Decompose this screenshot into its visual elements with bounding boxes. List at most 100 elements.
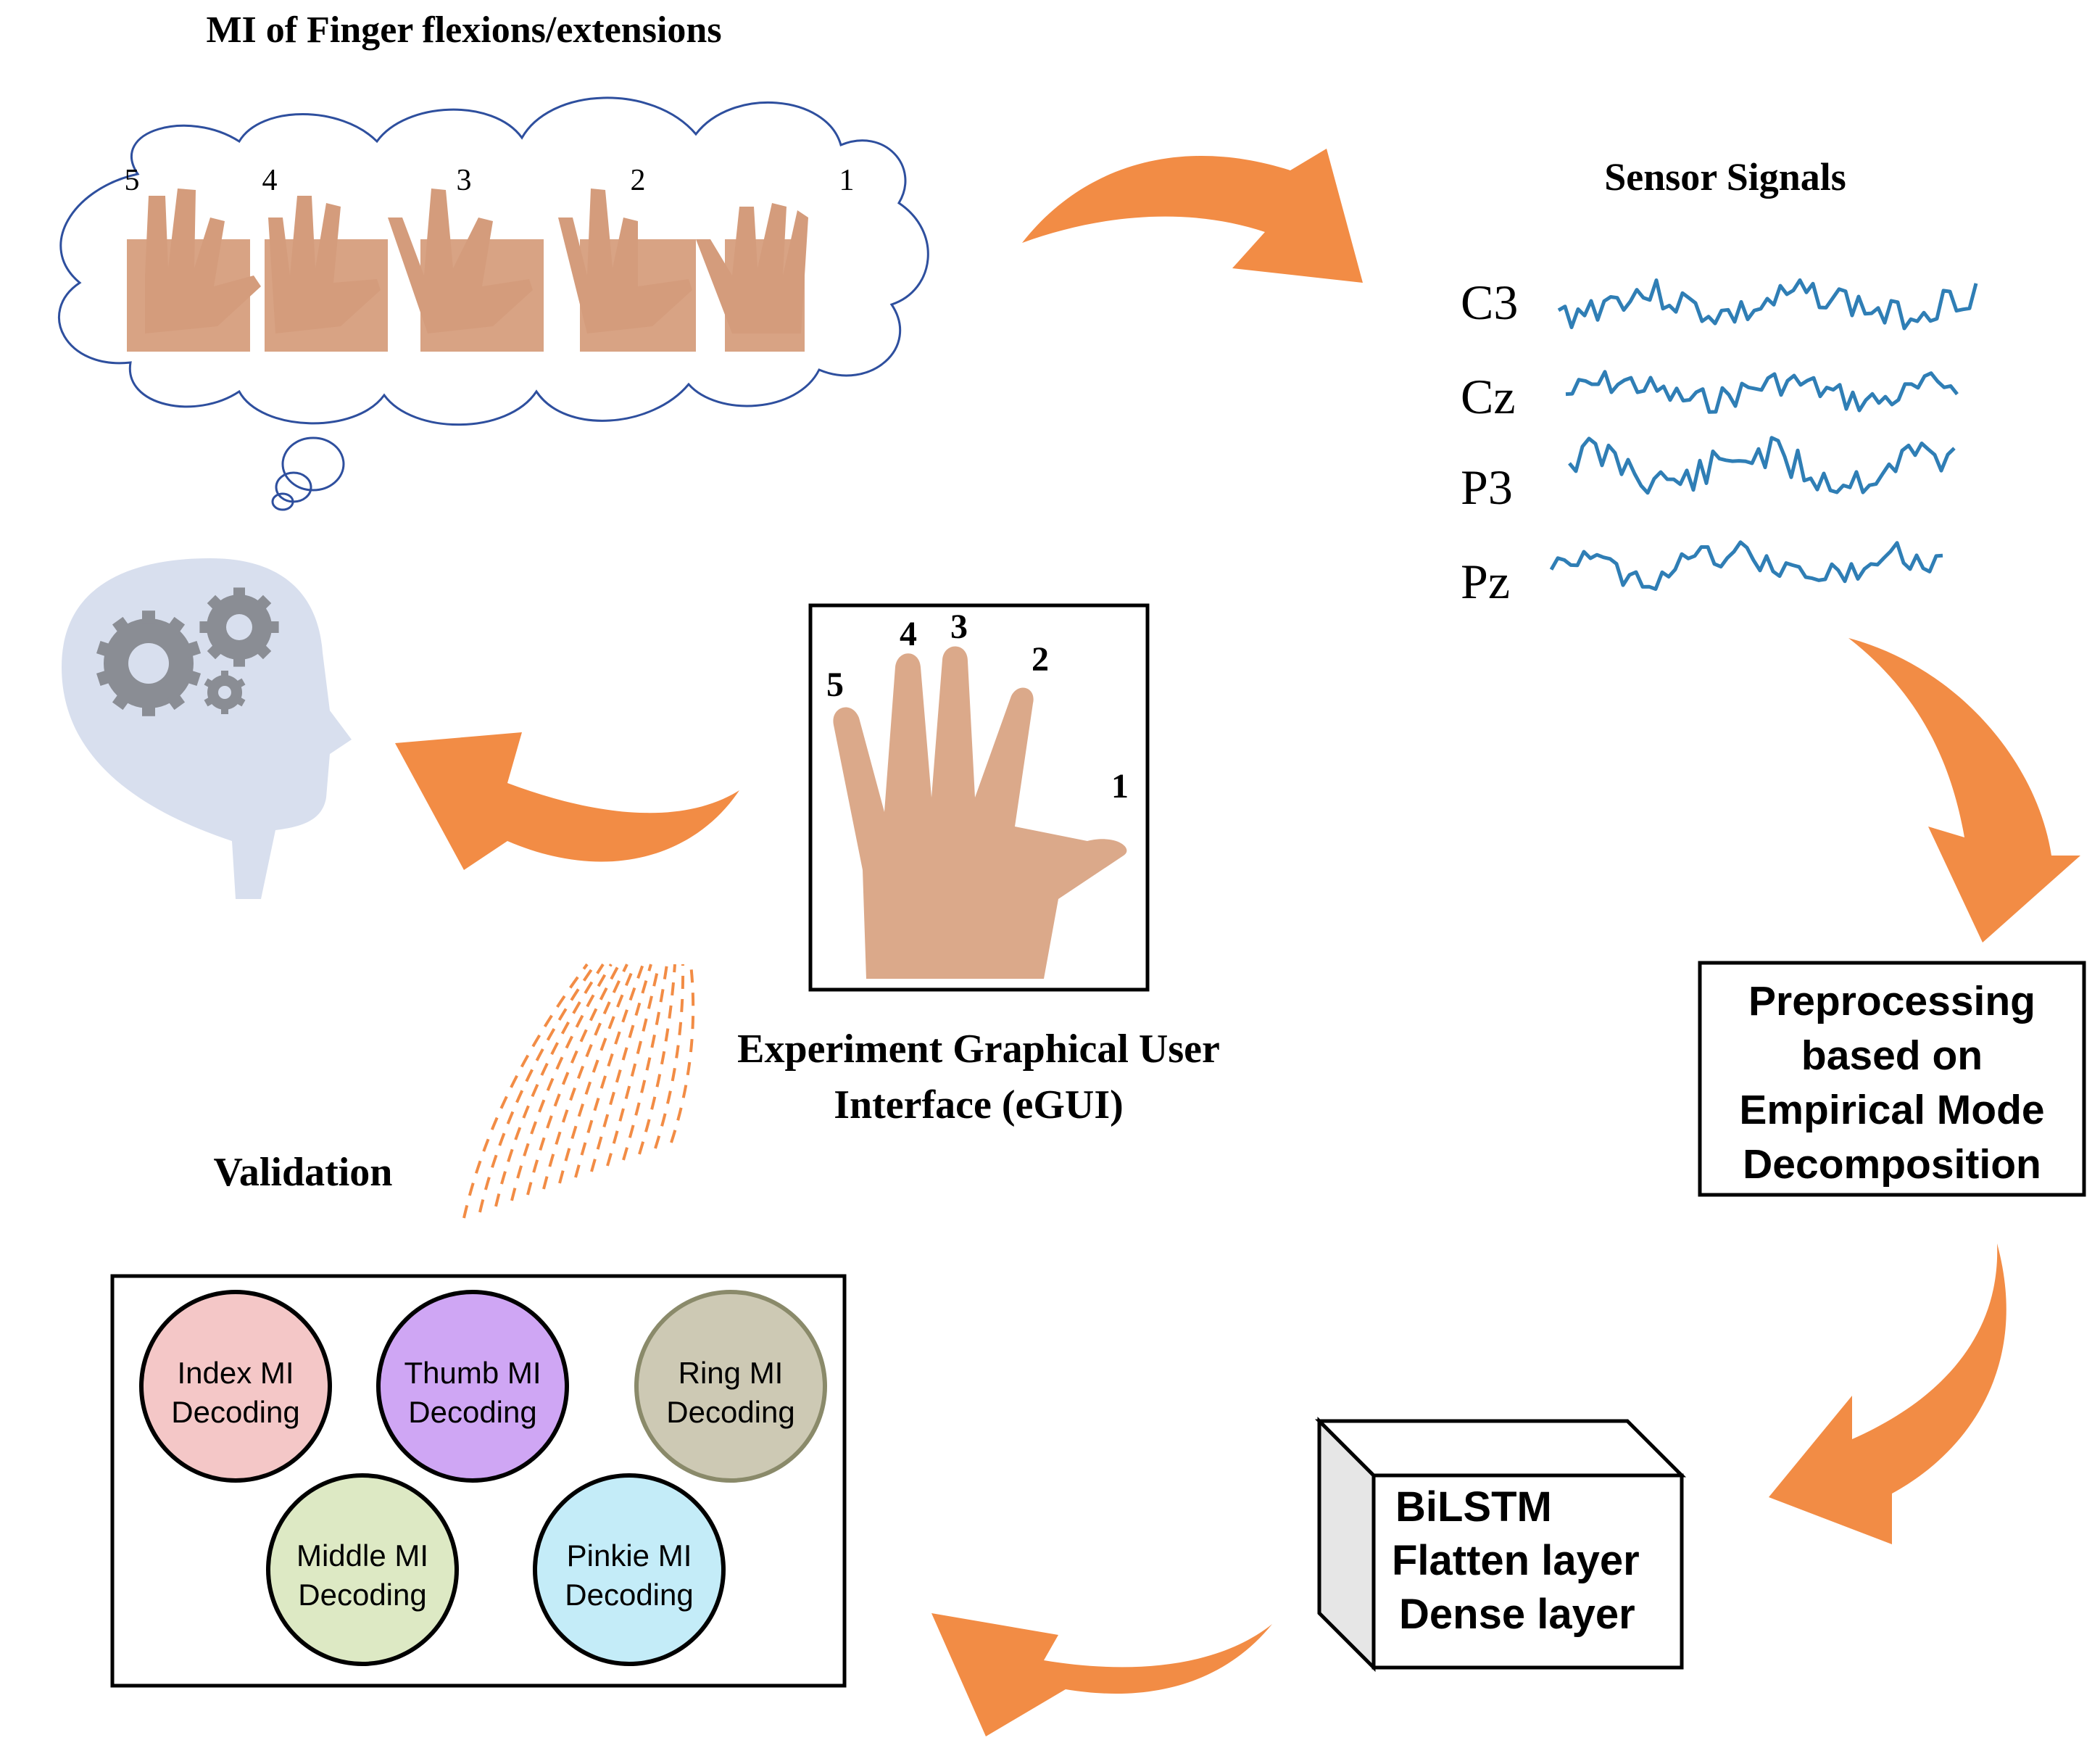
mi-hand-3 bbox=[388, 189, 544, 352]
preprocessing-box: Preprocessing based on Empirical Mode De… bbox=[1698, 961, 2086, 1197]
mi-number-2: 2 bbox=[631, 164, 646, 197]
decoding-thumb-line1: Thumb MI bbox=[404, 1356, 541, 1390]
gear-tooth bbox=[233, 655, 245, 667]
gear-tooth bbox=[142, 703, 155, 716]
signal-pz bbox=[1549, 540, 1943, 591]
channel-p3: P3 bbox=[1461, 460, 1513, 515]
mi-number-5: 5 bbox=[125, 164, 140, 197]
arrow-preprocessing-to-model bbox=[1769, 1243, 2006, 1544]
gear-tooth bbox=[96, 640, 113, 658]
thought-cloud bbox=[58, 96, 929, 511]
head-with-gears bbox=[62, 558, 352, 899]
validation-dash-line bbox=[542, 964, 628, 1190]
model-box: BiLSTM Flatten layer Dense layer bbox=[1314, 1416, 1687, 1673]
validation-dash-line bbox=[510, 963, 613, 1201]
egui-caption-line2: Interface (eGUI) bbox=[834, 1082, 1124, 1127]
gear-tooth bbox=[207, 642, 224, 660]
gear-tooth bbox=[112, 692, 131, 711]
decoding-middle-circle bbox=[266, 1473, 459, 1666]
decoding-index: Index MI Decoding bbox=[139, 1290, 332, 1483]
egui-hand bbox=[833, 646, 1127, 979]
validation-dash-line bbox=[558, 964, 636, 1184]
decoding-ring-line1: Ring MI bbox=[678, 1356, 784, 1390]
mi-number-3: 3 bbox=[457, 164, 472, 197]
channel-pz: Pz bbox=[1461, 554, 1510, 609]
validation-dashed-beam bbox=[462, 963, 695, 1219]
decoding-index-line1: Index MI bbox=[177, 1356, 294, 1390]
egui-number-3: 3 bbox=[950, 608, 968, 646]
preprocessing-line-4: Decomposition bbox=[1743, 1141, 2041, 1188]
egui-number-1: 1 bbox=[1111, 767, 1129, 805]
mi-hand-4 bbox=[265, 196, 388, 352]
validation-dash-line bbox=[654, 964, 685, 1149]
validation-dash-line bbox=[606, 964, 660, 1167]
gear-tooth bbox=[96, 669, 113, 687]
preprocessing-line-2: based on bbox=[1801, 1032, 1983, 1079]
gear-tooth bbox=[235, 696, 246, 707]
egui-box: 5 4 3 2 1 bbox=[808, 603, 1150, 992]
mi-hand-1 bbox=[696, 203, 808, 352]
validation-dash-line bbox=[638, 964, 676, 1155]
decoding-pinkie-circle bbox=[533, 1473, 726, 1666]
validation-dash-line bbox=[590, 964, 652, 1172]
validation-dash-line bbox=[526, 964, 621, 1196]
arrow-model-to-decoding bbox=[931, 1613, 1272, 1736]
decoding-pinkie-line1: Pinkie MI bbox=[567, 1538, 692, 1573]
gear-tooth bbox=[254, 595, 272, 612]
egui-number-4: 4 bbox=[900, 615, 917, 653]
mi-title: MI of Finger flexions/extensions bbox=[206, 9, 721, 51]
egui-caption-line1: Experiment Graphical User bbox=[737, 1027, 1220, 1072]
gear-tooth bbox=[184, 669, 202, 687]
decoding-ring-circle bbox=[634, 1290, 827, 1483]
arrow-sensor-to-preprocessing bbox=[1848, 638, 2080, 943]
decoding-box: Index MI Decoding Thumb MI Decoding Ring… bbox=[110, 1274, 847, 1688]
gear-tooth bbox=[166, 616, 186, 635]
sensor-title: Sensor Signals bbox=[1604, 155, 1846, 199]
validation-dash-line bbox=[574, 964, 644, 1178]
preprocessing-line-3: Empirical Mode bbox=[1739, 1087, 2044, 1133]
validation-dash-line bbox=[622, 964, 668, 1161]
decoding-ring: Ring MI Decoding bbox=[634, 1290, 827, 1483]
model-line-3: Dense layer bbox=[1399, 1591, 1635, 1638]
arrow-cloud-to-sensor bbox=[1022, 149, 1363, 283]
gear-tooth bbox=[233, 587, 245, 600]
gear-tooth bbox=[184, 640, 202, 658]
gear-tooth bbox=[166, 692, 186, 711]
gear-tooth bbox=[207, 595, 224, 612]
egui-number-5: 5 bbox=[826, 666, 844, 704]
channel-labels: C3 Cz P3 Pz bbox=[1461, 275, 1518, 609]
channel-cz: Cz bbox=[1461, 369, 1516, 424]
mi-number-4: 4 bbox=[262, 164, 278, 197]
model-line-1: BiLSTM bbox=[1395, 1483, 1552, 1531]
decoding-middle-line2: Decoding bbox=[298, 1578, 426, 1612]
gear-icon bbox=[104, 595, 272, 710]
signal-traces bbox=[1549, 278, 1978, 591]
gear-tooth bbox=[112, 616, 131, 635]
gear-tooth bbox=[221, 671, 228, 678]
decoding-ring-line2: Decoding bbox=[666, 1395, 794, 1429]
validation-dash-line bbox=[478, 963, 597, 1213]
validation-label: Validation bbox=[214, 1150, 393, 1195]
decoding-index-circle bbox=[139, 1290, 332, 1483]
gear-tooth bbox=[254, 642, 272, 660]
model-line-2: Flatten layer bbox=[1392, 1537, 1640, 1584]
signal-c3 bbox=[1557, 278, 1978, 331]
gear-tooth bbox=[142, 610, 155, 624]
gear-tooth bbox=[267, 621, 279, 633]
validation-dash-line bbox=[462, 963, 589, 1219]
mi-finger-numbers: 5 4 3 2 1 bbox=[125, 164, 855, 197]
mi-number-1: 1 bbox=[839, 164, 855, 197]
decoding-pinkie: Pinkie MI Decoding bbox=[533, 1473, 726, 1666]
decoding-thumb: Thumb MI Decoding bbox=[376, 1290, 569, 1483]
gear-tooth bbox=[221, 707, 228, 714]
decoding-thumb-line2: Decoding bbox=[408, 1395, 536, 1429]
decoding-pinkie-line2: Decoding bbox=[565, 1578, 693, 1612]
gear-tooth bbox=[199, 621, 212, 633]
mi-hand-2 bbox=[558, 189, 696, 352]
preprocessing-line-1: Preprocessing bbox=[1748, 978, 2035, 1024]
signal-p3 bbox=[1568, 436, 1956, 495]
channel-c3: C3 bbox=[1461, 275, 1518, 330]
validation-dash-line bbox=[494, 963, 605, 1207]
validation-dash-line bbox=[670, 964, 695, 1143]
